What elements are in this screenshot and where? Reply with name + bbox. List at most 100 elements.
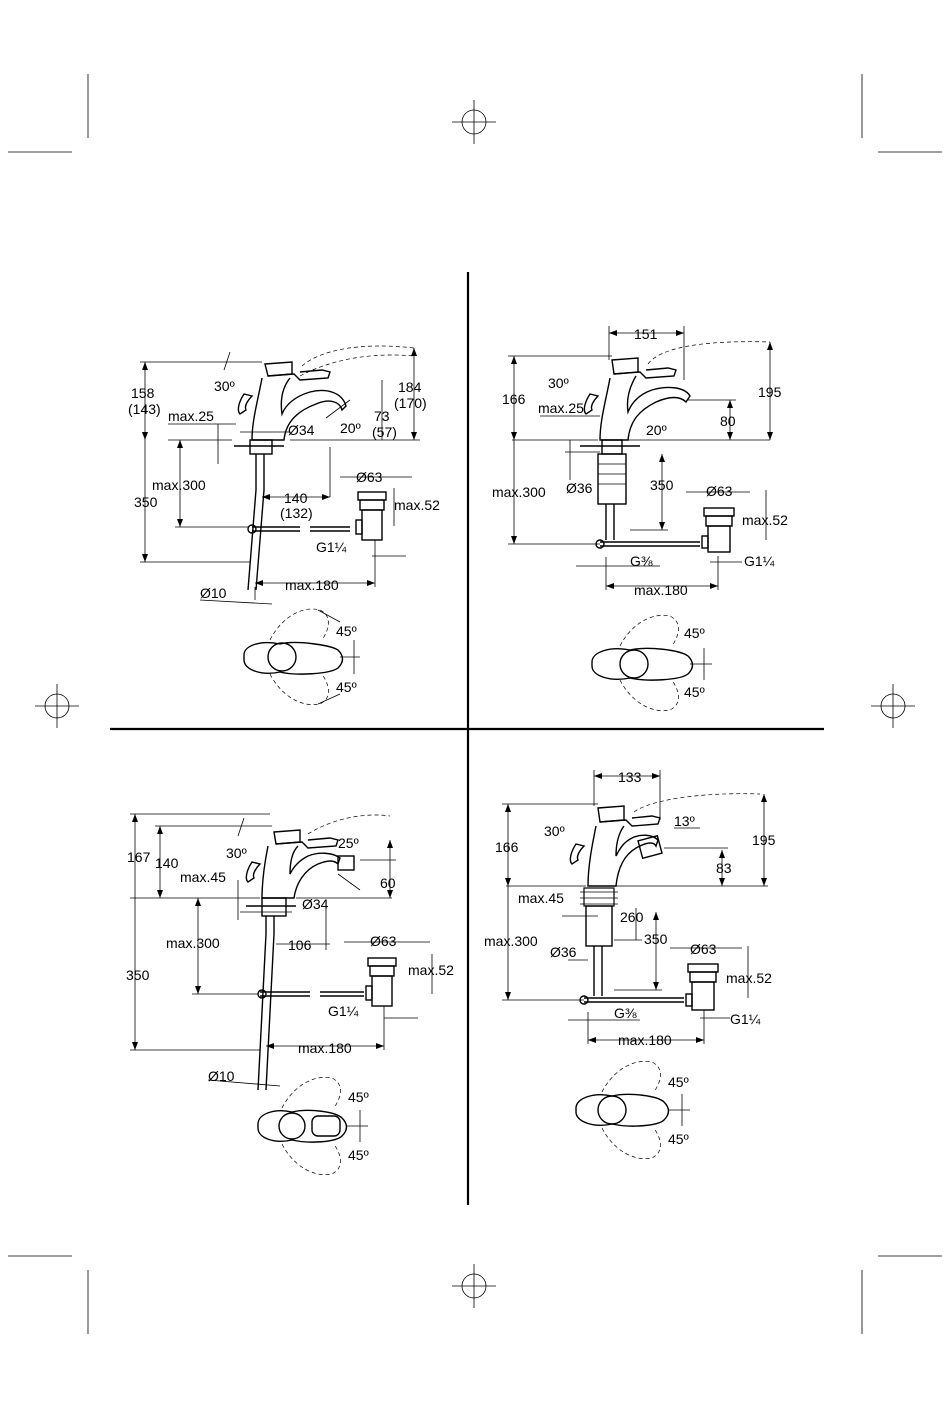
label: Ø63 (706, 483, 733, 499)
label: max.52 (394, 497, 440, 513)
panel-bottom-left: 167 140 30º max.45 25º 60 Ø34 max.300 10… (126, 813, 454, 1176)
top-view (243, 608, 360, 706)
popup-waste (595, 507, 735, 553)
label: (170) (394, 395, 427, 411)
label: 30º (544, 823, 565, 839)
registration-mark-left (35, 684, 79, 728)
label: max.180 (634, 582, 688, 598)
label: 260 (620, 909, 644, 925)
label: max.300 (152, 477, 206, 493)
top-view (257, 1076, 368, 1176)
registration-mark-bottom (452, 1264, 496, 1308)
label: 30º (214, 378, 235, 394)
faucet-body (168, 345, 420, 591)
label: 158 (131, 385, 155, 401)
label: Ø36 (550, 944, 577, 960)
label: (57) (372, 424, 397, 440)
label: max.180 (618, 1032, 672, 1048)
label: max.52 (726, 970, 772, 986)
label: Ø34 (302, 896, 329, 912)
label: Ø63 (370, 933, 397, 949)
label: 45º (668, 1131, 689, 1147)
label: Ø10 (200, 585, 227, 601)
label: Ø34 (288, 422, 315, 438)
label: 13º (674, 813, 695, 829)
label: max.45 (180, 869, 226, 885)
label: 83 (716, 860, 732, 876)
label: 45º (668, 1074, 689, 1090)
label: 133 (618, 769, 642, 785)
dimension-labels: 158 (143) 30º max.25 Ø34 20º 184 (170) 7… (128, 378, 440, 695)
label: 45º (684, 625, 705, 641)
label: 45º (336, 623, 357, 639)
top-view (591, 614, 712, 712)
dimension-lines (140, 348, 417, 605)
registration-mark-right (871, 684, 915, 728)
label: 140 (155, 855, 179, 871)
label: G⅜ (614, 1005, 637, 1021)
label: Ø36 (566, 480, 593, 496)
registration-mark-top (452, 100, 496, 144)
popup-waste (247, 491, 387, 541)
label: 73 (374, 408, 390, 424)
label: max.45 (518, 890, 564, 906)
label: 166 (502, 391, 526, 407)
dimension-labels: 151 166 30º max.25 195 20º 80 Ø36 350 Ø6… (492, 326, 788, 700)
label: G1¼ (316, 539, 347, 555)
label: (132) (280, 505, 313, 521)
label: 350 (644, 931, 668, 947)
label: 45º (684, 684, 705, 700)
label: 45º (348, 1089, 369, 1105)
label: 45º (336, 679, 357, 695)
faucet-body (512, 341, 771, 540)
faucet-body (506, 793, 768, 996)
label: G1¼ (730, 1011, 761, 1027)
label: 45º (348, 1147, 369, 1163)
dimension-lines (130, 813, 433, 1087)
dimension-labels: 167 140 30º max.45 25º 60 Ø34 max.300 10… (126, 835, 454, 1163)
popup-waste (257, 957, 397, 1007)
label: Ø63 (356, 469, 383, 485)
label: 20º (646, 422, 667, 438)
label: 350 (650, 477, 674, 493)
dimension-labels: 133 13º 166 30º 195 83 max.45 260 max.30… (484, 769, 776, 1147)
label: max.52 (408, 962, 454, 978)
label: max.25 (168, 408, 214, 424)
label: 25º (338, 835, 359, 851)
label: (143) (128, 401, 161, 417)
panel-dividers (110, 272, 824, 1205)
label: max.180 (285, 577, 339, 593)
label: 166 (495, 839, 519, 855)
label: max.300 (484, 933, 538, 949)
panel-bottom-right: 133 13º 166 30º 195 83 max.45 260 max.30… (484, 769, 776, 1160)
popup-waste (579, 963, 719, 1011)
label: max.300 (166, 935, 220, 951)
label: Ø10 (208, 1068, 235, 1084)
label: G1¼ (328, 1003, 359, 1019)
label: 184 (398, 379, 422, 395)
label: 151 (634, 326, 658, 342)
dimension-lines (502, 770, 767, 1044)
panel-top-right: 151 166 30º max.25 195 20º 80 Ø36 350 Ø6… (492, 326, 788, 712)
label: 106 (288, 937, 312, 953)
label: max.25 (538, 400, 584, 416)
label: 350 (126, 967, 150, 983)
label: 80 (720, 413, 736, 429)
label: max.180 (298, 1040, 352, 1056)
label: G⅜ (630, 553, 653, 569)
label: 167 (127, 849, 151, 865)
dimension-lines (508, 326, 773, 590)
top-view (575, 1060, 690, 1160)
label: 30º (548, 375, 569, 391)
label: 30º (226, 845, 247, 861)
label: 20º (340, 420, 361, 436)
crop-marks (8, 74, 942, 1334)
label: 195 (752, 832, 776, 848)
panel-top-left: 158 (143) 30º max.25 Ø34 20º 184 (170) 7… (128, 345, 440, 706)
label: Ø63 (690, 941, 717, 957)
label: 60 (380, 875, 396, 891)
label: G1¼ (744, 553, 775, 569)
faucet-body (130, 814, 392, 1091)
